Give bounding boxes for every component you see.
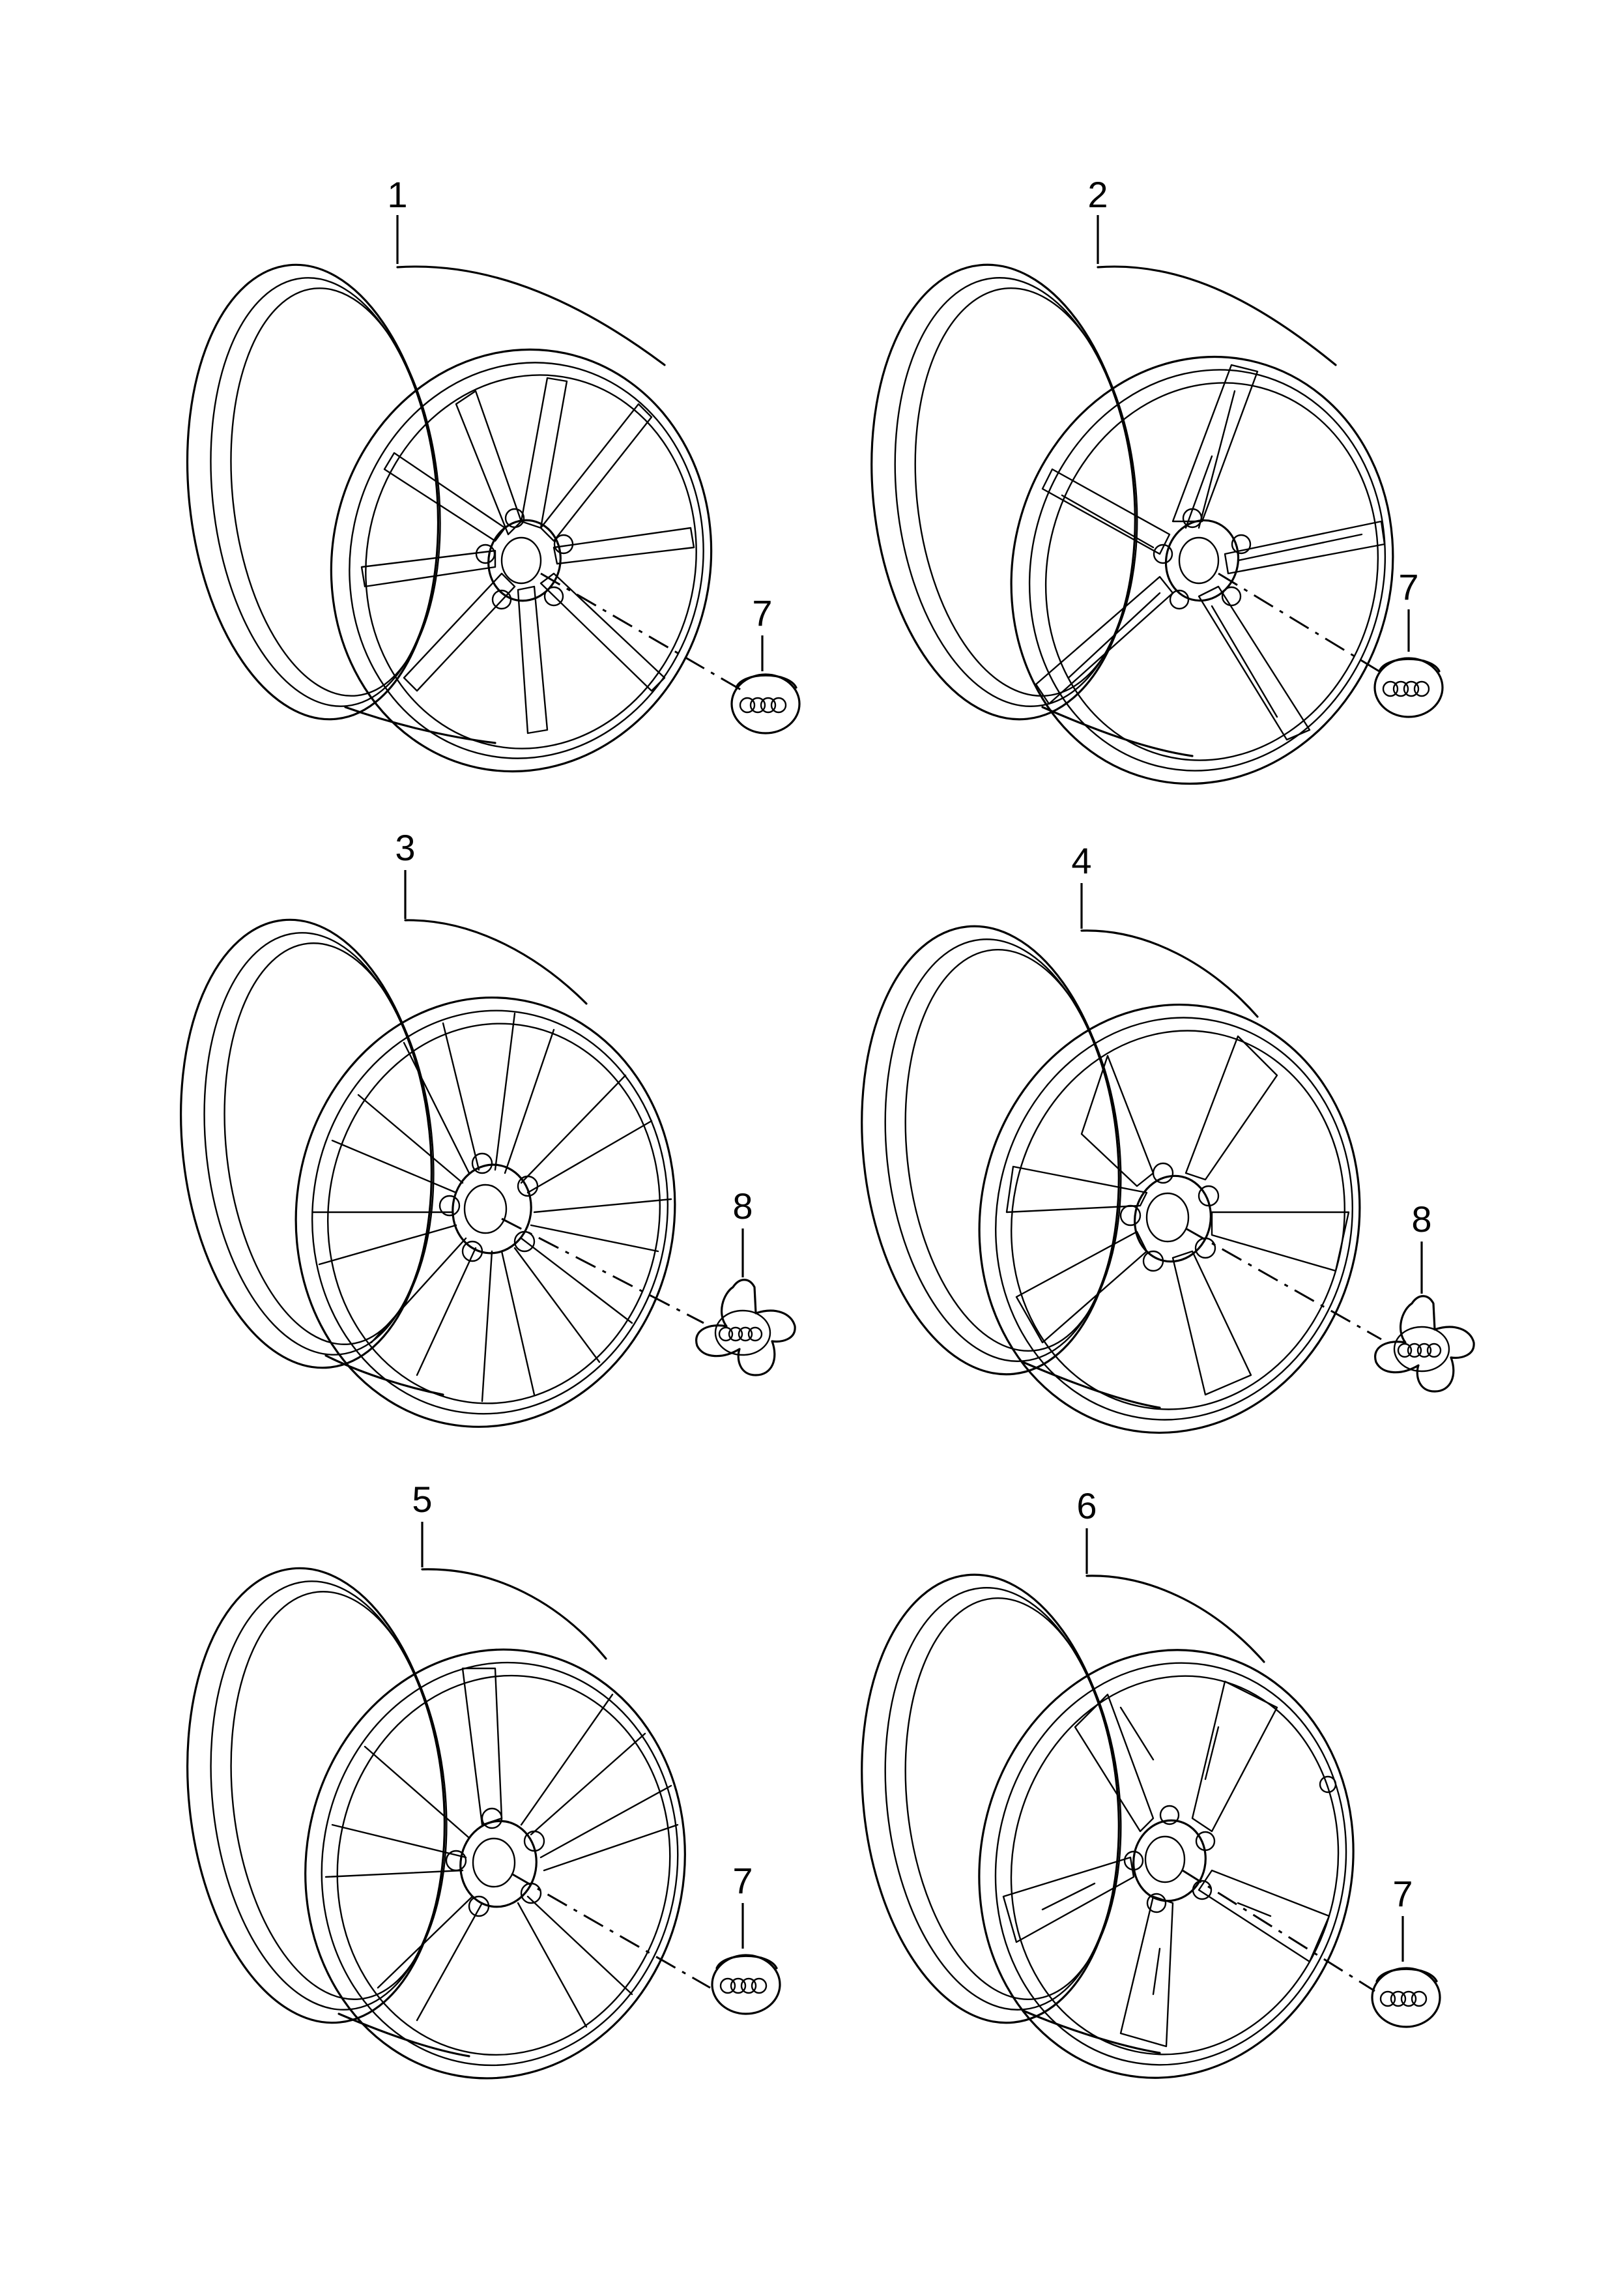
hub-cap-5[interactable]: 7 — [711, 1860, 781, 2015]
bolt-hole — [1153, 544, 1173, 564]
four-rings-logo-icon — [718, 1326, 763, 1342]
bolt-hole — [1194, 1237, 1216, 1259]
bolt-hole — [438, 1195, 461, 1217]
bolt-hole — [1182, 508, 1203, 529]
bolt-hole — [1192, 1880, 1213, 1900]
bolt-hole — [1146, 1893, 1167, 1913]
bolt-hole — [553, 534, 574, 555]
assembly-axis — [501, 1217, 704, 1324]
bolt-hole — [504, 508, 525, 529]
rim-barrel — [186, 263, 666, 744]
bolt-hole — [513, 1230, 536, 1253]
hub-cap-6[interactable]: 7 — [1371, 1873, 1441, 2028]
hub-cap-3[interactable]: 8 — [695, 1185, 796, 1376]
bolt-hole — [1221, 586, 1242, 607]
bolt-hole — [468, 1895, 490, 1917]
callout-cap: 7 — [752, 592, 772, 633]
bolt-hole — [520, 1882, 542, 1904]
assembly-axis — [1218, 572, 1385, 676]
hub — [1153, 508, 1252, 610]
valve-hole — [1319, 1775, 1337, 1794]
rim-face — [330, 348, 713, 773]
callout-cap: 7 — [732, 1860, 753, 1901]
wheel-3[interactable]: 3 — [160, 827, 704, 1451]
wheel-5[interactable]: 5 — [165, 1479, 718, 2108]
spokes — [360, 377, 695, 734]
bolt-hole — [543, 586, 564, 607]
rim-barrel — [861, 1573, 1265, 2054]
hub-cap-4[interactable]: 8 — [1374, 1199, 1475, 1393]
callout-wheel-1: 1 — [387, 174, 407, 215]
rim-barrel — [861, 925, 1259, 1409]
four-rings-logo-icon — [719, 1977, 768, 1994]
rim-face — [294, 996, 676, 1428]
spokes — [1005, 1035, 1350, 1396]
hub — [445, 1807, 545, 1917]
assembly-axis — [540, 572, 743, 692]
callout-cap: 8 — [1411, 1199, 1431, 1240]
bolt-hole — [517, 1175, 539, 1197]
bolt-hole — [1142, 1250, 1164, 1272]
spokes — [311, 1012, 672, 1402]
callout-wheel-3: 3 — [395, 827, 415, 868]
rim-face — [978, 1004, 1361, 1434]
bolt-hole — [1195, 1831, 1216, 1852]
bolt-hole — [445, 1850, 467, 1872]
bolt-hole — [1159, 1805, 1180, 1825]
bolt-hole — [1123, 1850, 1144, 1871]
four-rings-logo-icon — [1382, 680, 1430, 697]
bolt-hole — [1231, 534, 1252, 555]
assembly-axis — [1185, 1227, 1382, 1341]
rim-barrel — [870, 263, 1337, 757]
four-rings-logo-icon — [1379, 1990, 1428, 2007]
hub — [438, 1152, 539, 1262]
rim-face — [304, 1648, 686, 2080]
callout-cap: 7 — [1392, 1873, 1413, 1914]
callout-wheel-2: 2 — [1087, 174, 1108, 215]
bolt-hole — [475, 544, 496, 564]
wheel-4[interactable]: 4 — [840, 840, 1399, 1468]
rim-face — [1010, 355, 1394, 785]
wheel-1[interactable]: 1 — [165, 174, 750, 807]
bolt-hole — [471, 1152, 493, 1174]
hub-cap-1[interactable]: 7 — [730, 592, 801, 734]
callout-wheel-6: 6 — [1076, 1485, 1097, 1526]
assembly-axis — [511, 1872, 711, 1989]
callout-wheel-4: 4 — [1071, 840, 1091, 881]
spokes — [1035, 364, 1386, 741]
bolt-hole — [1169, 589, 1190, 610]
bolt-hole — [1119, 1204, 1142, 1227]
spokes — [1002, 1680, 1330, 2048]
bolt-hole — [1152, 1162, 1174, 1184]
wheel-2[interactable]: 2 — [850, 174, 1441, 827]
hub — [1123, 1805, 1216, 1913]
rim-face — [978, 1649, 1355, 2079]
callout-wheel-5: 5 — [412, 1479, 432, 1520]
four-rings-logo-icon — [739, 697, 787, 714]
wheel-6[interactable]: 6 — [840, 1485, 1392, 2113]
bolt-hole — [491, 589, 512, 610]
bolt-hole — [481, 1807, 503, 1829]
bolt-hole — [461, 1240, 483, 1262]
callout-cap: 8 — [732, 1185, 753, 1227]
assembly-axis — [1182, 1869, 1375, 1992]
bolt-hole — [1198, 1185, 1220, 1207]
four-rings-logo-icon — [1397, 1343, 1442, 1358]
hub — [475, 508, 574, 610]
hub-cap-2[interactable]: 7 — [1373, 566, 1444, 718]
callout-cap: 7 — [1398, 566, 1418, 607]
bolt-hole — [523, 1830, 545, 1852]
hub — [1119, 1162, 1220, 1272]
rim-barrel — [180, 918, 588, 1396]
